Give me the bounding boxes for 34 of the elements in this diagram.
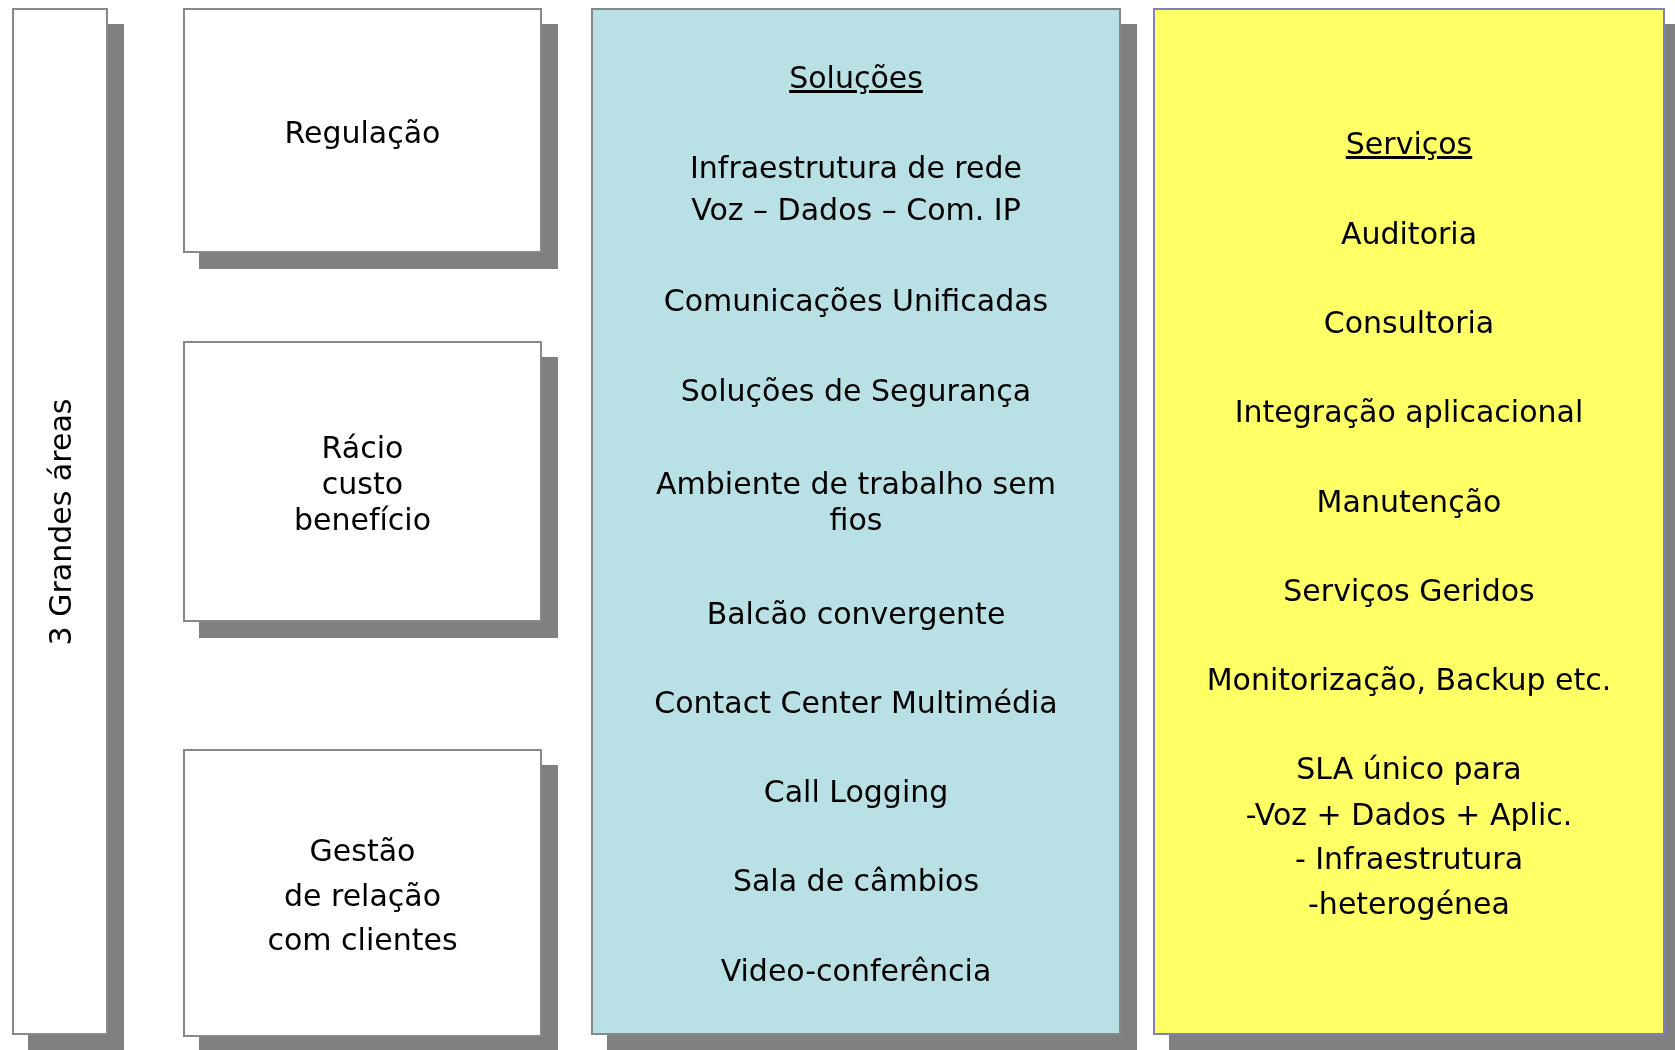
text-box (183, 749, 542, 1037)
box-label: com clientes (267, 922, 458, 958)
list-item: Voz – Dados – Com. IP (691, 192, 1021, 228)
list-item: Monitorização, Backup etc. (1206, 662, 1612, 698)
list-item: Balcão convergente (706, 596, 1006, 632)
list-item: Manutenção (1316, 484, 1502, 520)
list-item: Soluções de Segurança (680, 373, 1032, 409)
text-box (183, 8, 542, 253)
list-item: Consultoria (1323, 305, 1495, 341)
list-item: Infraestrutura de rede (689, 150, 1022, 186)
list-item: -heterogénea (1308, 886, 1510, 922)
list-item: Ambiente de trabalho sem fios (655, 466, 1057, 538)
box-label: Gestão (309, 833, 416, 869)
list-panel (591, 8, 1121, 1035)
list-item: Call Logging (763, 774, 949, 810)
vertical-label: 3 Grandes áreas (42, 398, 78, 645)
box-label: Rácio custo benefício (293, 430, 431, 538)
list-item: SLA único para (1296, 751, 1522, 787)
list-item: Auditoria (1340, 216, 1478, 252)
box-label: Regulação (284, 115, 441, 151)
list-item: - Infraestrutura (1294, 841, 1524, 877)
list-item: Comunicações Unificadas (663, 283, 1049, 319)
list-panel (1153, 8, 1665, 1035)
list-item: Serviços Geridos (1283, 573, 1535, 609)
list-item: Video-conferência (720, 953, 992, 989)
panel-heading: Serviços (1345, 126, 1473, 162)
side-bar (12, 8, 108, 1035)
text-box (183, 341, 542, 622)
list-item: Sala de câmbios (732, 863, 980, 899)
panel-heading: Soluções (789, 60, 923, 96)
list-item: -Voz + Dados + Aplic. (1245, 797, 1573, 833)
box-label: de relação (283, 878, 442, 914)
list-item: Contact Center Multimédia (654, 685, 1058, 721)
list-item: Integração aplicacional (1234, 394, 1584, 430)
